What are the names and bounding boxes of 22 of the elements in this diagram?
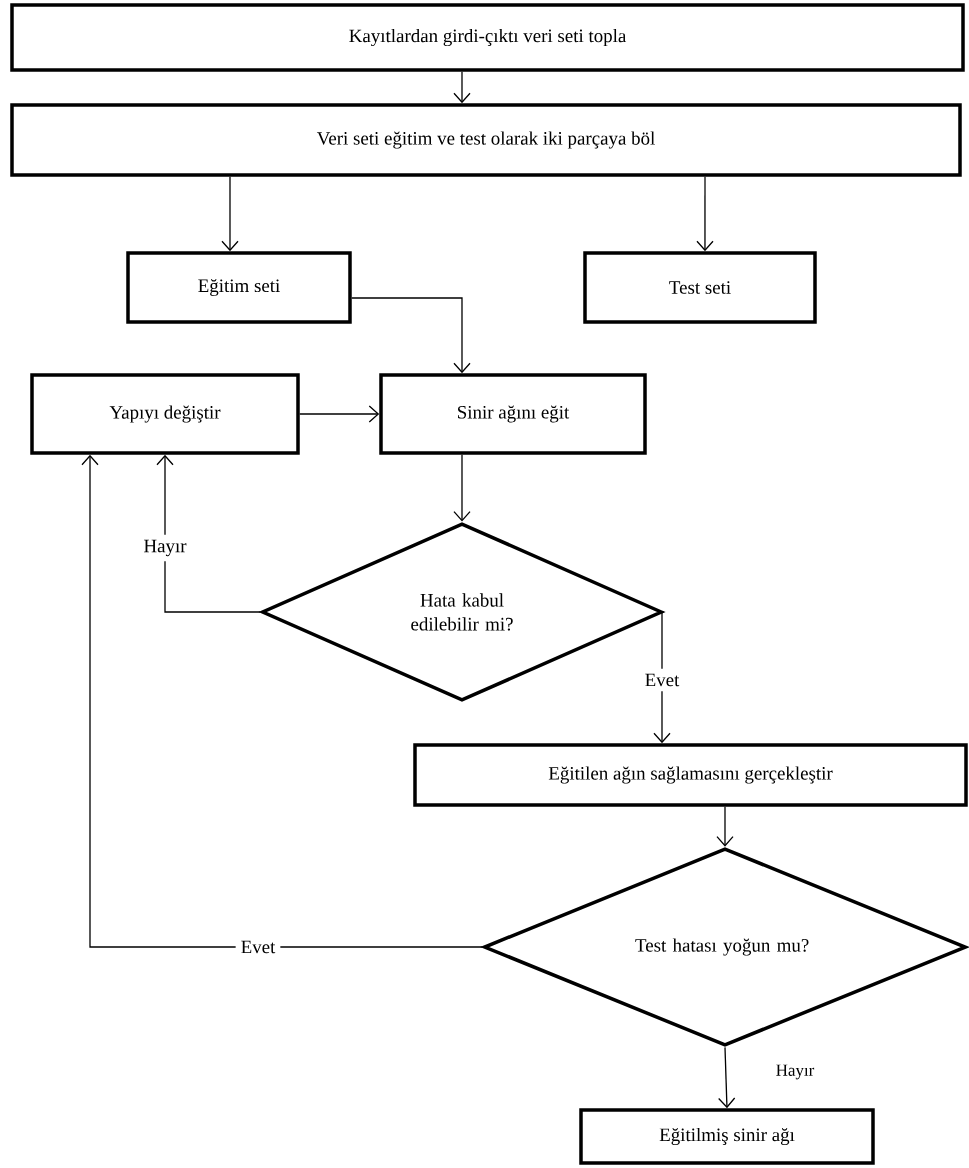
arrow [221, 176, 239, 252]
edge-label: Hayır [138, 534, 192, 562]
arrow [81, 454, 483, 948]
process-box: Eğitilmiş sinir ağı [579, 1108, 875, 1165]
process-box: Eğitim seti [126, 251, 352, 324]
arrow [351, 297, 471, 374]
process-box: Test seti [583, 251, 817, 324]
arrow [156, 454, 261, 613]
process-box: Sinir ağını eğit [379, 373, 647, 455]
arrow [453, 454, 471, 522]
process-box: Kayıtlardan girdi-çıktı veri seti topla [10, 3, 965, 72]
arrow [453, 71, 471, 104]
arrow [716, 806, 734, 847]
process-box: Veri seti eğitim ve test olarak iki parçaya böl [10, 103, 962, 177]
process-box: Yapıyı değiştir [30, 373, 300, 455]
edge-label: Evet [639, 668, 685, 692]
arrow [299, 405, 380, 423]
process-box: Eğitilen ağın sağlamasını gerçekleştir [413, 743, 968, 807]
arrow [718, 1046, 736, 1109]
arrow [696, 176, 714, 252]
edge-label: Evet [235, 935, 281, 959]
edge-label: Hayır [776, 1064, 815, 1080]
